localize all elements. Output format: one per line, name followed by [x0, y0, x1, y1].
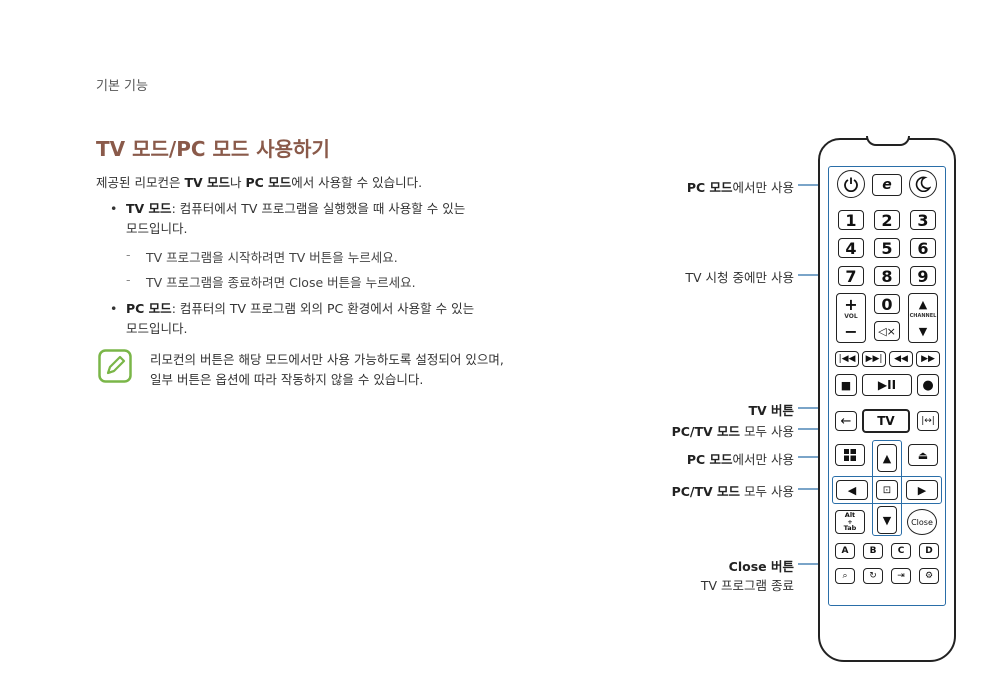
sleep-button[interactable] [909, 170, 937, 198]
channel-label: CHANNEL [909, 313, 937, 319]
play-pause-button[interactable]: ▶II [862, 374, 912, 396]
rewind-button[interactable]: ◀◀ [889, 351, 913, 367]
prev-icon: |◀◀ [838, 354, 856, 364]
callout-pc-only-1: PC 모드에서만 사용 [686, 180, 794, 195]
callout-pc-only-2: PC 모드에서만 사용 [686, 452, 794, 467]
key-6[interactable]: 6 [910, 238, 936, 258]
channel-up-button[interactable]: ▲ [911, 296, 935, 312]
key-3[interactable]: 3 [910, 210, 936, 230]
key-b[interactable]: B [863, 543, 883, 559]
previous-track-button[interactable]: |◀◀ [835, 351, 859, 367]
power-icon [844, 177, 858, 192]
note-pencil-icon [98, 349, 132, 383]
key-7[interactable]: 7 [838, 266, 864, 286]
dpad-up-button[interactable]: ▲ [877, 444, 897, 472]
dpad [872, 440, 902, 536]
enter-icon: ⊡ [882, 484, 892, 496]
rewind-icon: ◀◀ [894, 354, 908, 364]
eject-icon: ⏏ [917, 448, 929, 462]
stop-icon: ■ [840, 378, 852, 392]
volume-rocker [836, 293, 866, 343]
key-a[interactable]: A [835, 543, 855, 559]
expand-icon: |↔| [921, 416, 935, 426]
stop-button[interactable]: ■ [835, 374, 857, 396]
intro-text: 제공된 리모컨은 TV 모드나 PC 모드에서 사용할 수 있습니다. [96, 175, 423, 190]
refresh-button[interactable]: ↻ [863, 568, 883, 584]
key-d[interactable]: D [919, 543, 939, 559]
remote-ir-window [866, 136, 910, 146]
key-0[interactable]: 0 [874, 294, 900, 314]
callout-pctv-2: PC/TV 모드 모두 사용 [671, 484, 794, 499]
eject-button[interactable]: ⏏ [908, 444, 938, 466]
play-pause-icon: ▶II [877, 378, 897, 392]
gear-icon: ⚙ [924, 571, 934, 581]
callout-tv-only: TV 시청 중에만 사용 [685, 270, 794, 285]
tv-button[interactable]: TV [862, 409, 910, 433]
next-icon: ▶▶| [865, 354, 883, 364]
alt-tab-button[interactable]: Alt + Tab [835, 510, 865, 534]
input-icon: ⇥ [897, 571, 905, 581]
triangle-up-icon: ▲ [882, 451, 892, 465]
back-arrow-icon: ← [840, 413, 852, 429]
key-4[interactable]: 4 [838, 238, 864, 258]
callout-tv-button: TV 버튼 [748, 403, 794, 418]
channel-down-button[interactable]: ▼ [911, 323, 935, 339]
power-button[interactable] [837, 170, 865, 198]
dpad-right-button[interactable]: ▶ [906, 480, 938, 500]
key-1[interactable]: 1 [838, 210, 864, 230]
back-button[interactable]: ← [835, 411, 857, 431]
section-label: 기본 기능 [96, 79, 148, 94]
key-8[interactable]: 8 [874, 266, 900, 286]
mute-button[interactable]: ◁× [874, 321, 900, 341]
record-button[interactable]: ● [917, 374, 939, 396]
key-9[interactable]: 9 [910, 266, 936, 286]
dpad-left-button[interactable]: ◀ [836, 480, 868, 500]
settings-button[interactable]: ⚙ [919, 568, 939, 584]
browser-button[interactable]: e [872, 174, 902, 196]
windows-icon [844, 449, 856, 461]
page-title: TV 모드/PC 모드 사용하기 [96, 137, 330, 161]
vol-label: VOL [844, 313, 858, 320]
moon-icon [915, 176, 931, 192]
search-button[interactable]: ⌕ [835, 568, 855, 584]
record-icon: ● [922, 377, 934, 393]
channel-rocker [908, 293, 938, 343]
close-button[interactable]: Close [907, 509, 937, 535]
browser-icon: e [882, 177, 892, 193]
volume-down-button[interactable]: − [839, 322, 863, 341]
dpad-horizontal [832, 476, 942, 504]
key-2[interactable]: 2 [874, 210, 900, 230]
search-icon: ⌕ [842, 571, 848, 581]
key-5[interactable]: 5 [874, 238, 900, 258]
windows-button[interactable] [835, 444, 865, 466]
fast-forward-button[interactable]: ▶▶ [916, 351, 940, 367]
fast-forward-icon: ▶▶ [921, 354, 935, 364]
note-text: 리모컨의 버튼은 해당 모드에서만 사용 가능하도록 설정되어 있으며,일부 버… [150, 352, 504, 387]
dpad-ok-button[interactable]: ⊡ [876, 480, 898, 500]
next-track-button[interactable]: ▶▶| [862, 351, 886, 367]
callout-pctv-1: PC/TV 모드 모두 사용 [671, 424, 794, 439]
refresh-icon: ↻ [869, 571, 877, 581]
input-button[interactable]: ⇥ [891, 568, 911, 584]
key-c[interactable]: C [891, 543, 911, 559]
fullscreen-button[interactable]: |↔| [917, 411, 939, 431]
remote-inner-frame [828, 166, 946, 606]
triangle-down-icon: ▼ [882, 513, 892, 527]
volume-up-button[interactable]: + [839, 295, 863, 314]
triangle-left-icon: ◀ [847, 483, 857, 497]
mute-icon: ◁× [878, 324, 896, 338]
triangle-down-icon: ▼ [918, 324, 928, 338]
triangle-up-icon: ▲ [918, 297, 928, 311]
triangle-right-icon: ▶ [917, 483, 927, 497]
dpad-down-button[interactable]: ▼ [877, 506, 897, 534]
